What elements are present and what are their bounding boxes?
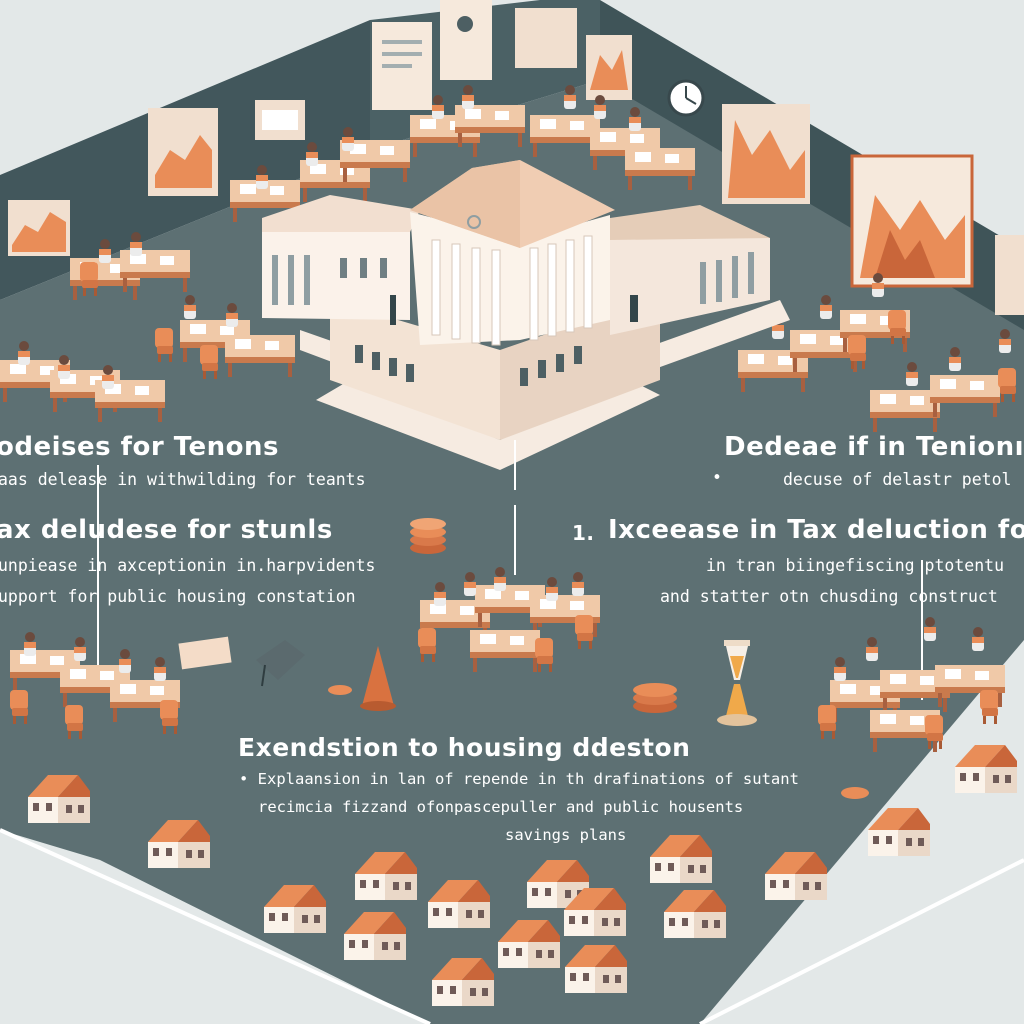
left-body-2a: unpiease in axceptionin in.harpvidents bbox=[0, 556, 376, 575]
right-body-2a: in tran biingefiscing ptotentu bbox=[706, 556, 1005, 575]
left-heading-1: odeises for Tenons bbox=[0, 432, 279, 462]
left-body-2b: upport for public housing constation bbox=[0, 587, 356, 606]
right-body-1: decuse of delastr petol bbox=[783, 470, 1012, 489]
right-body-2b: and statter otn chusding construct bbox=[660, 587, 998, 606]
right-heading-2: Ixceease in Tax deluction for bbox=[608, 515, 1024, 545]
right-heading-1: Dedeae if in Tenionı bbox=[724, 432, 1024, 462]
right-heading-2-number: 1. bbox=[572, 521, 595, 545]
right-bullet: • bbox=[712, 468, 722, 487]
left-body-1: aas delease in withwilding for teants bbox=[0, 470, 366, 489]
center-body-3: savings plans bbox=[505, 826, 627, 844]
center-heading: Exendstion to housing ddeston bbox=[238, 733, 691, 762]
center-body-2: recimcia fizzand ofonpascepuller and pub… bbox=[258, 798, 744, 816]
center-body-1: • Explaansion in lan of repende in th dr… bbox=[239, 770, 799, 788]
left-heading-2: ax deludese for stunls bbox=[0, 515, 333, 545]
